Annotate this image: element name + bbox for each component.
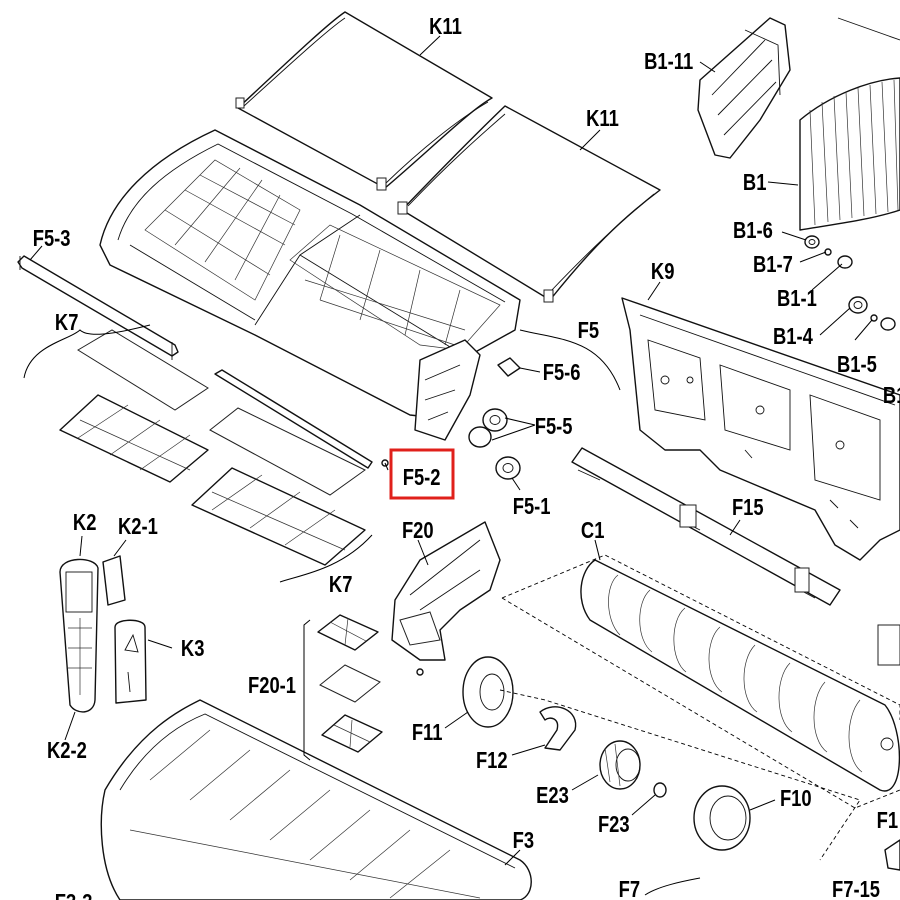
f5-1-motor [495,456,521,480]
label-f11: F11 [412,720,443,745]
label-k9: K9 [651,259,675,284]
label-b1-4: B1-4 [773,324,813,349]
label-k2-2: K2-2 [47,738,87,763]
label-f5-2: F5-2 [403,465,441,490]
label-b1-6: B1-6 [733,218,773,243]
label-f1-edge: F1 [877,808,898,833]
b1-6-bushing [804,235,820,249]
label-k7-b: K7 [329,572,353,597]
f15-bar [571,447,900,666]
part-labels: K11 K11 B1-11 B1 B1-6 B1-7 B1-1 B1-4 B1-… [33,14,900,900]
f5-3-rail [17,255,179,360]
e23-fan-motor [599,740,641,790]
leader-lines [23,35,873,896]
f11-bearing-housing [462,656,514,728]
label-e23: E23 [536,783,569,808]
label-b1-edge: B1 [883,383,900,408]
b1-heat-exchanger [799,17,900,231]
label-f5-3: F5-3 [33,226,71,251]
label-k7-a: K7 [55,310,79,335]
label-k11-a: K11 [429,14,462,39]
b1-5-nut [870,314,878,322]
label-f7-15: F7-15 [832,877,880,900]
f3-front-panel [100,699,532,900]
k11-filter-sheet-left [235,11,493,191]
b1-right-bushing [880,317,896,331]
highlight-box-f5-2 [389,448,455,500]
k7-upper-filter-sheet [77,329,209,411]
f10-motor-cover [693,785,751,851]
label-f23: F23 [598,812,630,837]
label-f20: F20 [402,518,434,543]
f20-bracket [391,521,501,676]
f23-coupling [653,782,667,798]
k2-1-battery-cover [102,555,126,606]
k7-lower-filter-sheet [209,407,366,496]
front-grille-frame [99,129,521,441]
label-f20-1: F20-1 [248,673,296,698]
label-b1-1: B1-1 [777,286,817,311]
k7-lower-strip [214,369,373,469]
k9-mounting-plate [621,297,900,561]
label-f7: F7 [619,877,640,900]
k3-holder [114,619,147,704]
label-f5: F5 [578,318,599,343]
f12-clamp [539,706,577,751]
label-f3-3: F3-3 [55,890,93,900]
f5-6-clip [497,357,521,377]
f20-1-filter-top [317,614,379,651]
label-b1-11: B1-11 [644,49,693,74]
label-f12: F12 [476,748,508,773]
b1-4-bearing [848,296,868,314]
label-f3: F3 [513,828,534,853]
label-b1: B1 [743,170,767,195]
b1-11-bracket [697,17,791,159]
label-f15: F15 [732,495,764,520]
f5-5-motor-b [468,426,492,448]
label-b1-5: B1-5 [837,352,877,377]
label-f10: F10 [780,786,812,811]
label-k2: K2 [73,510,97,535]
label-k3: K3 [181,636,205,661]
k11-filter-sheet-right [397,105,661,303]
label-k2-1: K2-1 [118,514,158,539]
f5-5-motor-a [482,408,508,432]
c1-crossflow-fan [501,554,900,809]
k2-remote-control [59,558,99,713]
label-k11-b: K11 [586,106,619,131]
label-f5-5: F5-5 [535,414,573,439]
k7-lower-filter-frame [191,467,366,566]
f1-edge-part [884,839,900,871]
f20-1-filter-sheet [319,664,381,703]
label-b1-7: B1-7 [753,252,793,277]
label-f5-6: F5-6 [543,360,581,385]
label-f5-1: F5-1 [513,494,551,519]
f20-1-filter-bottom [321,714,383,753]
label-c1: C1 [581,518,605,543]
k7-upper-filter-frame [59,394,209,483]
f10-dashed-outline [499,689,861,861]
